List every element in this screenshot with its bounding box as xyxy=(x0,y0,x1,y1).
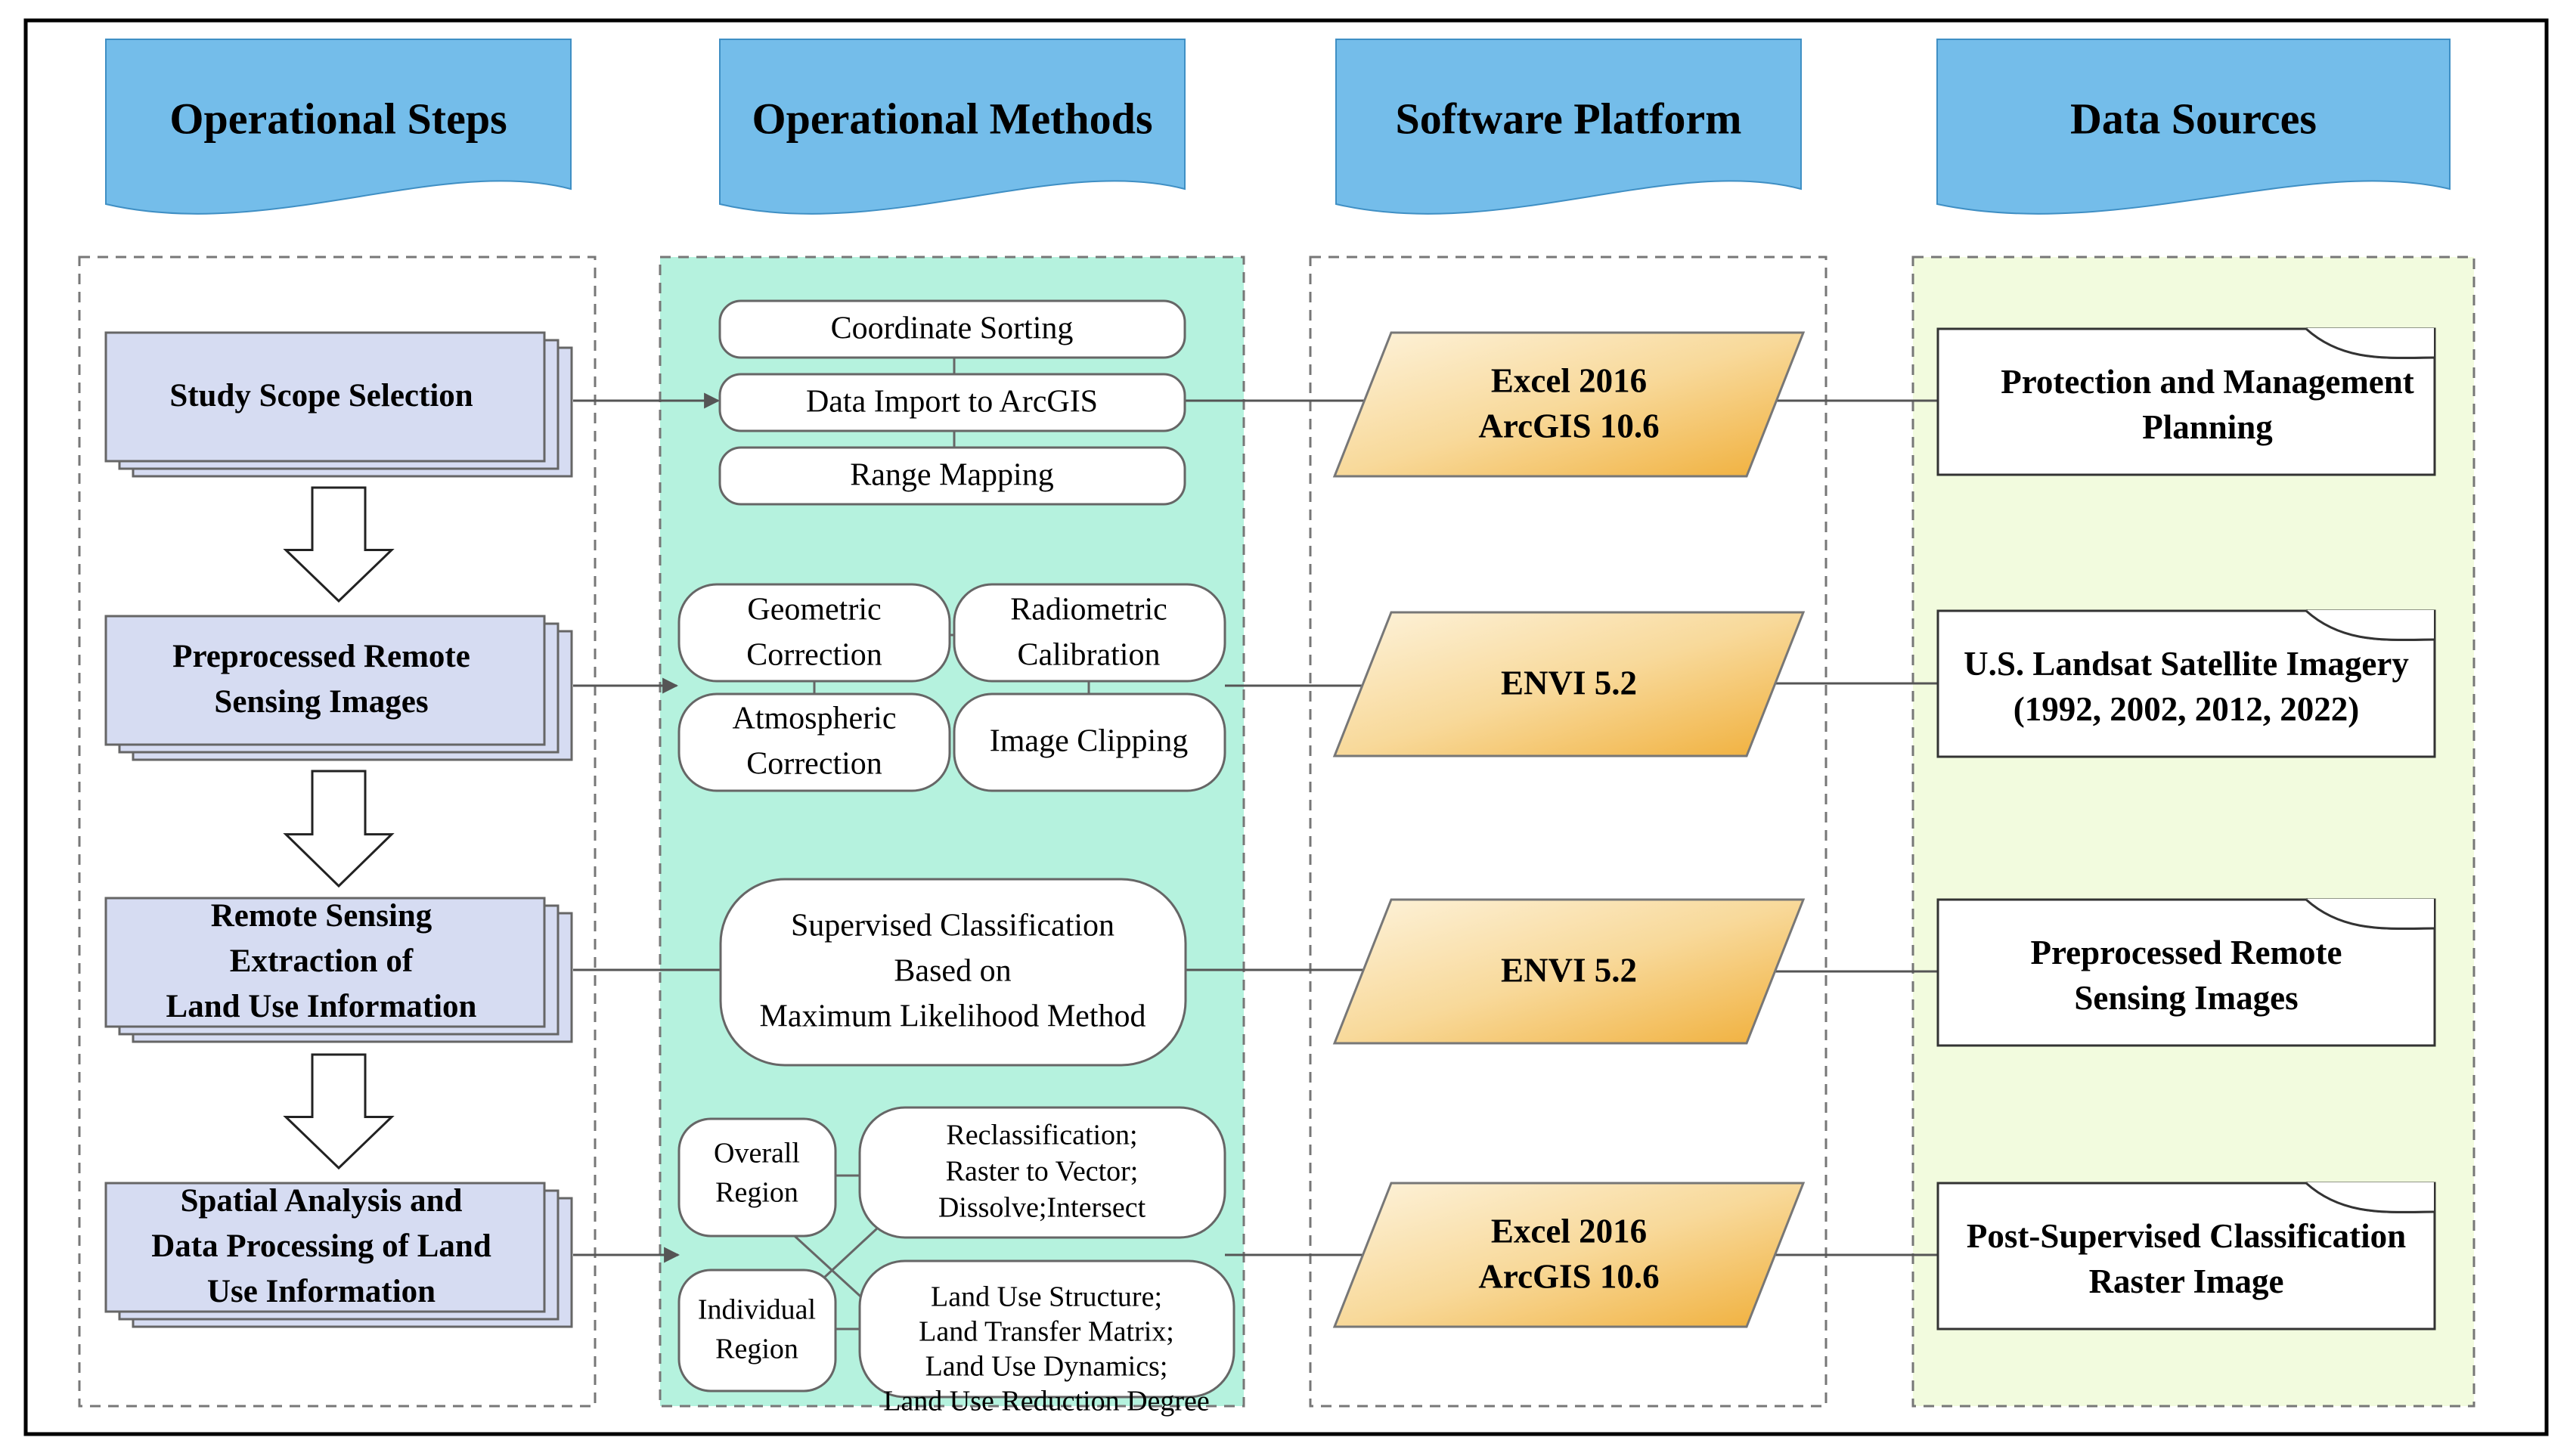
method1-3-line-1: Range Mapping xyxy=(850,458,1053,493)
land-use-structure-line-3: Land Use Dynamics; xyxy=(925,1351,1168,1383)
radiometric-calibration-line-1: Radiometric xyxy=(1010,593,1167,627)
step-3-line-1: Remote Sensing xyxy=(211,898,432,934)
radiometric-calibration-line-2: Calibration xyxy=(1018,638,1161,673)
software-4-line-1: Excel 2016 xyxy=(1491,1212,1647,1250)
clipping-box xyxy=(953,692,1226,792)
source-3-line-1: Preprocessed Remote xyxy=(2031,934,2342,971)
source-4-line-2: Raster Image xyxy=(2089,1262,2284,1300)
supervised-classification-line-3: Maximum Likelihood Method xyxy=(760,999,1146,1034)
source-1-line-1: Protection and Management xyxy=(2001,363,2414,401)
land-use-structure-line-1: Land Use Structure; xyxy=(931,1281,1162,1313)
land-use-structure-line-4: Land Use Reduction Degree xyxy=(883,1386,1210,1417)
individual-region-box xyxy=(677,1269,837,1392)
header-3-title-line-1: Software Platform xyxy=(1396,94,1742,143)
source-1-line-2: Planning xyxy=(2142,408,2273,446)
step-box-1: Study Scope Selection xyxy=(104,331,573,478)
step-2-line-2: Sensing Images xyxy=(214,684,428,720)
down-arrow-3 xyxy=(283,1053,395,1170)
geometric-correction-line-2: Correction xyxy=(746,638,882,673)
software-box-2: ENVI 5.2 xyxy=(1332,611,1806,757)
software-box-3: ENVI 5.2 xyxy=(1332,898,1806,1045)
reclassification-line-1: Reclassification; xyxy=(946,1120,1137,1151)
overall-region-line-2: Region xyxy=(715,1177,798,1209)
land-use-structure-line-2: Land Transfer Matrix; xyxy=(919,1316,1174,1348)
header-1-title-line-1: Operational Steps xyxy=(169,94,507,143)
method1-1-line-1: Coordinate Sorting xyxy=(831,311,1074,346)
header-4-title-line-1: Data Sources xyxy=(2070,94,2317,143)
step-4-line-3: Use Information xyxy=(207,1274,436,1309)
software-4-line-2: ArcGIS 10.6 xyxy=(1478,1257,1659,1295)
reclassification-box xyxy=(858,1106,1226,1239)
supervised-classification-line-1: Supervised Classification xyxy=(791,909,1114,943)
supervised-classification-box xyxy=(719,878,1187,1067)
down-arrow-2 xyxy=(283,770,395,888)
reclassification-line-2: Raster to Vector; xyxy=(946,1156,1139,1188)
software-column-box xyxy=(1309,256,1828,1408)
step-3-line-2: Extraction of xyxy=(230,943,414,979)
geometric-correction-line-1: Geometric xyxy=(747,593,881,627)
outer-frame xyxy=(23,18,2549,1436)
group4-cross-2 xyxy=(823,1227,879,1279)
source-2-line-2: (1992, 2002, 2012, 2022) xyxy=(2014,690,2359,728)
step-1-line-1: Study Scope Selection xyxy=(169,378,473,414)
method1-box-1 xyxy=(718,299,1186,359)
step-2-line-1: Preprocessed Remote xyxy=(172,639,470,674)
software-3-line-1: ENVI 5.2 xyxy=(1501,951,1637,989)
connectors xyxy=(573,392,1939,1263)
column-headers: Operational Steps Operational Methods Soft… xyxy=(105,39,2451,215)
step-3-line-3: Land Use Information xyxy=(166,989,477,1024)
radiometric-box xyxy=(953,583,1226,683)
header-3: Software Platform xyxy=(1335,39,1802,215)
individual-region-line-1: Individual xyxy=(698,1294,816,1326)
method1-box-2 xyxy=(718,373,1186,432)
image-clipping-line-1: Image Clipping xyxy=(990,724,1188,759)
source-4-line-1: Post-Supervised Classification xyxy=(1967,1217,2406,1255)
header-4: Data Sources xyxy=(1936,39,2451,215)
steps-column-box xyxy=(78,256,597,1408)
source-3-line-2: Sensing Images xyxy=(2074,979,2298,1017)
source-box-2: U.S. Landsat Satellite Imagery (1992, 200… xyxy=(1936,609,2436,758)
atmospheric-correction-line-2: Correction xyxy=(746,747,882,782)
supervised-classification-line-2: Based on xyxy=(894,954,1011,989)
overall-region-box xyxy=(677,1117,837,1238)
individual-region-line-2: Region xyxy=(715,1334,798,1365)
step-4-line-1: Spatial Analysis and xyxy=(181,1183,463,1219)
method1-box-3 xyxy=(718,446,1186,506)
step-arrows xyxy=(283,486,395,1170)
header-1: Operational Steps xyxy=(105,39,572,215)
software-1-line-1: Excel 2016 xyxy=(1491,361,1647,399)
software-1-line-2: ArcGIS 10.6 xyxy=(1478,407,1659,445)
overall-region-line-1: Overall xyxy=(714,1138,800,1169)
atmospheric-correction-line-1: Atmospheric xyxy=(733,702,897,736)
header-2-title-line-1: Operational Methods xyxy=(752,94,1152,143)
software-2-line-1: ENVI 5.2 xyxy=(1501,664,1637,702)
land-use-structure-box xyxy=(858,1259,1235,1399)
source-2-line-1: U.S. Landsat Satellite Imagery xyxy=(1964,645,2409,683)
down-arrow-1 xyxy=(283,486,395,603)
reclassification-line-3: Dissolve;Intersect xyxy=(938,1192,1146,1224)
step-4-line-2: Data Processing of Land xyxy=(151,1228,491,1264)
method1-2-line-1: Data Import to ArcGIS xyxy=(806,385,1098,420)
header-2: Operational Methods xyxy=(719,39,1186,215)
atmospheric-box xyxy=(677,692,951,792)
geometric-box xyxy=(677,583,951,683)
